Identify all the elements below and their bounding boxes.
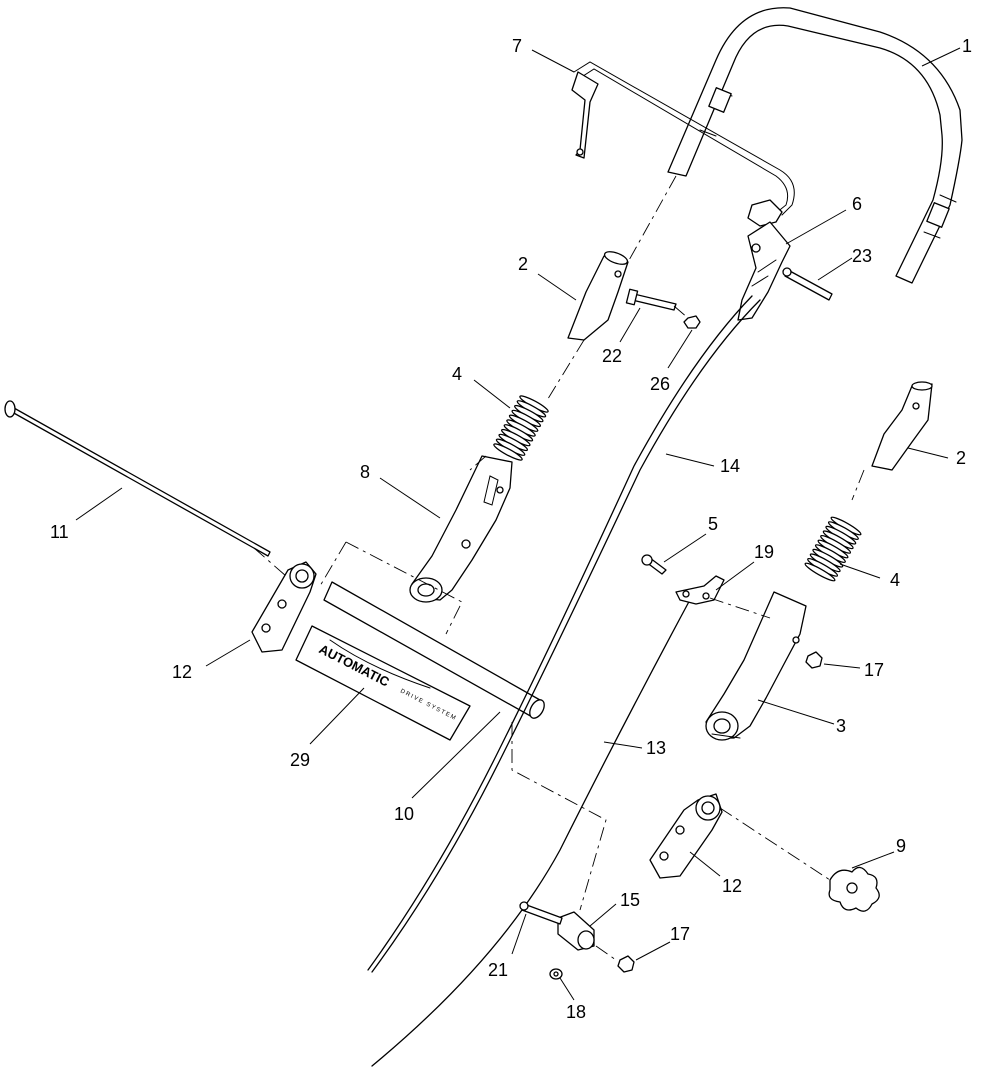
callout-1: 1 — [962, 36, 972, 56]
callout-3: 3 — [836, 716, 846, 736]
callout-10: 10 — [394, 804, 414, 824]
bolt-5 — [641, 554, 667, 575]
callout-11: 11 — [50, 522, 69, 542]
bolt-22 — [625, 288, 677, 311]
callout-7: 7 — [512, 36, 522, 56]
callout-15: 15 — [620, 890, 640, 910]
callout-21: 21 — [488, 960, 508, 980]
star-knob — [828, 866, 880, 912]
callout-26: 26 — [650, 374, 670, 394]
nut-26 — [683, 315, 701, 329]
callout-13: 13 — [646, 738, 666, 758]
callout-17-upper: 17 — [864, 660, 884, 680]
callout-2-upper: 2 — [518, 254, 528, 274]
callout-23: 23 — [852, 246, 872, 266]
washer-18 — [549, 968, 563, 980]
upper-handle — [667, 7, 963, 284]
pivot-pin — [782, 267, 833, 301]
left-handle-bracket — [409, 455, 513, 603]
left-link-bracket — [251, 561, 317, 653]
screw-21 — [519, 901, 563, 925]
lower-spring — [804, 516, 862, 582]
spring-coil — [493, 443, 523, 461]
callout-9: 9 — [896, 836, 906, 856]
cable-connector-15 — [557, 911, 595, 951]
callout-18: 18 — [566, 1002, 586, 1022]
callout-14: 14 — [720, 456, 740, 476]
callout-4-upper: 4 — [452, 364, 462, 384]
right-link-bracket — [649, 793, 723, 879]
callout-19: 19 — [754, 542, 774, 562]
callout-6: 6 — [852, 194, 862, 214]
assembly-centerlines — [253, 175, 865, 961]
callout-12-right: 12 — [722, 876, 742, 896]
cable-13 — [371, 595, 693, 1067]
callout-4-right: 4 — [890, 570, 900, 590]
callout-12-left: 12 — [172, 662, 192, 682]
callout-5: 5 — [708, 514, 718, 534]
cable-control-bracket — [737, 221, 791, 321]
control-cable-14 — [367, 295, 761, 973]
right-handle-bracket — [705, 591, 807, 741]
callout-22: 22 — [602, 346, 622, 366]
leader-lines — [75, 47, 961, 1001]
right-handle-tube — [871, 381, 933, 471]
automatic-drive-decal: AUTOMATIC DRIVE SYSTEM — [295, 625, 471, 741]
callout-2-right: 2 — [956, 448, 966, 468]
callout-labels: 1 7 6 23 2 22 26 4 14 2 8 11 5 19 4 17 3… — [50, 36, 972, 1022]
nut-17-lower — [617, 955, 635, 973]
nut-17-upper — [805, 651, 823, 669]
spring-coil — [804, 562, 836, 582]
upper-spring — [493, 395, 549, 461]
drive-shaft-tube — [323, 581, 545, 719]
upper-handle-tube — [567, 251, 629, 341]
callout-29: 29 — [290, 750, 310, 770]
callout-17-lower: 17 — [670, 924, 690, 944]
cable-clip-19 — [675, 575, 725, 605]
drive-rod — [4, 400, 271, 557]
control-bail — [571, 61, 795, 227]
callout-8: 8 — [360, 462, 370, 482]
